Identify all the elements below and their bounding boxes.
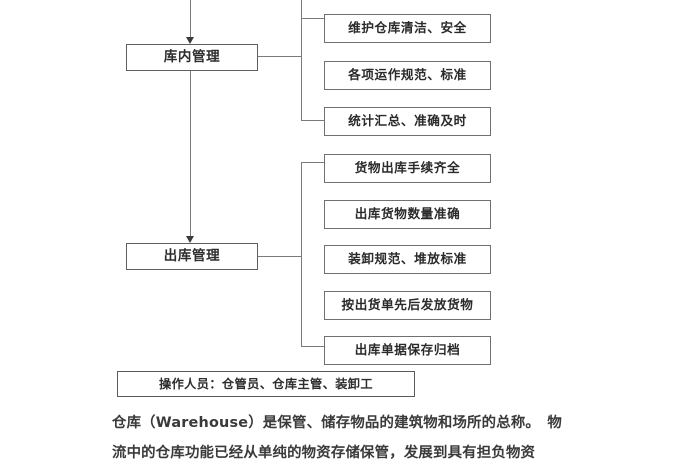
connector-stage1-stub (258, 56, 302, 58)
connector-stage1-spine (301, 18, 303, 121)
detail-box-outbound-quantity[interactable]: 出库货物数量准确 (324, 200, 491, 229)
connector-stage1-branch-3 (301, 120, 325, 122)
body-paragraph-line-1: 仓库（Warehouse）是保管、储存物品的建筑物和场所的总称。 物 (112, 415, 562, 431)
detail-box-outbound-procedures[interactable]: 货物出库手续齐全 (324, 154, 491, 183)
detail-box-statistics-accuracy[interactable]: 统计汇总、准确及时 (324, 107, 491, 136)
connector-stage2-spine (301, 162, 303, 347)
arrowhead-into-stage1 (186, 37, 194, 44)
stage-box-in-warehouse-management[interactable]: 库内管理 (126, 44, 258, 71)
detail-box-document-archive[interactable]: 出库单据保存归档 (324, 336, 491, 365)
connector-stage2-branch-1 (301, 162, 325, 164)
arrowhead-into-stage2 (186, 236, 194, 243)
connector-stage1-to-stage2 (190, 71, 192, 237)
detail-box-cleanliness-safety[interactable]: 维护仓库清洁、安全 (324, 14, 491, 43)
connector-stage2-stub (258, 256, 302, 258)
stage-box-outbound-management[interactable]: 出库管理 (126, 243, 258, 270)
connector-bracket-above (301, 0, 303, 18)
connector-top-into-stage1 (190, 0, 192, 39)
detail-box-dispatch-order[interactable]: 按出货单先后发放货物 (324, 291, 491, 320)
detail-box-operation-standards[interactable]: 各项运作规范、标准 (324, 61, 491, 90)
connector-stage1-branch-1 (301, 18, 325, 20)
connector-stage2-branch-5 (301, 346, 325, 348)
personnel-box-operators[interactable]: 操作人员：仓管员、仓库主管、装卸工 (117, 371, 415, 397)
body-paragraph-line-2: 流中的仓库功能已经从单纯的物资存储保管，发展到具有担负物资 (112, 445, 536, 461)
detail-box-loading-stacking[interactable]: 装卸规范、堆放标准 (324, 245, 491, 274)
